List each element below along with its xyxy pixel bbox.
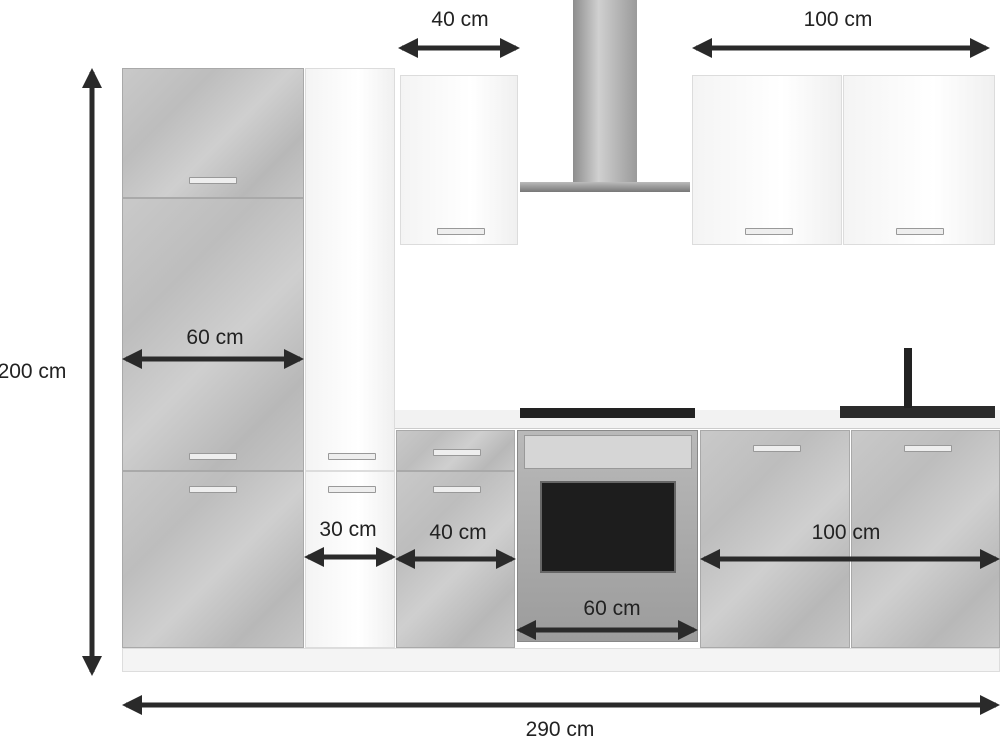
hood-chimney xyxy=(573,0,637,184)
narrow-cabinet-label: 30 cm xyxy=(319,518,377,541)
tall-cabinet-top xyxy=(122,68,304,198)
height-total-label: 200 cm xyxy=(0,360,67,383)
hood-canopy xyxy=(520,182,690,192)
base-cabinet-left xyxy=(700,430,850,648)
upper-double-label: 100 cm xyxy=(803,8,873,31)
upper-cabinet-single xyxy=(400,75,518,245)
oven-label: 60 cm xyxy=(583,597,641,620)
base-double-label: 100 cm xyxy=(811,521,881,544)
tall-cabinet-label: 60 cm xyxy=(186,326,244,349)
upper-cabinet-right xyxy=(843,75,995,245)
tall-cabinet-middle xyxy=(122,198,304,471)
faucet xyxy=(904,348,912,408)
tall-cabinet-bottom xyxy=(122,471,304,648)
base-single-label: 40 cm xyxy=(429,521,487,544)
plinth xyxy=(122,648,1000,672)
hob xyxy=(520,408,695,418)
narrow-cabinet-top xyxy=(305,68,395,471)
upper-cabinet-left xyxy=(692,75,842,245)
width-total-label: 290 cm xyxy=(525,718,595,741)
oven-control-panel xyxy=(524,435,692,469)
upper-single-label: 40 cm xyxy=(431,8,489,31)
sink xyxy=(840,406,995,418)
oven xyxy=(517,430,698,642)
base-drawer xyxy=(396,430,515,471)
base-cabinet-right xyxy=(851,430,1000,648)
oven-door-window xyxy=(540,481,676,573)
